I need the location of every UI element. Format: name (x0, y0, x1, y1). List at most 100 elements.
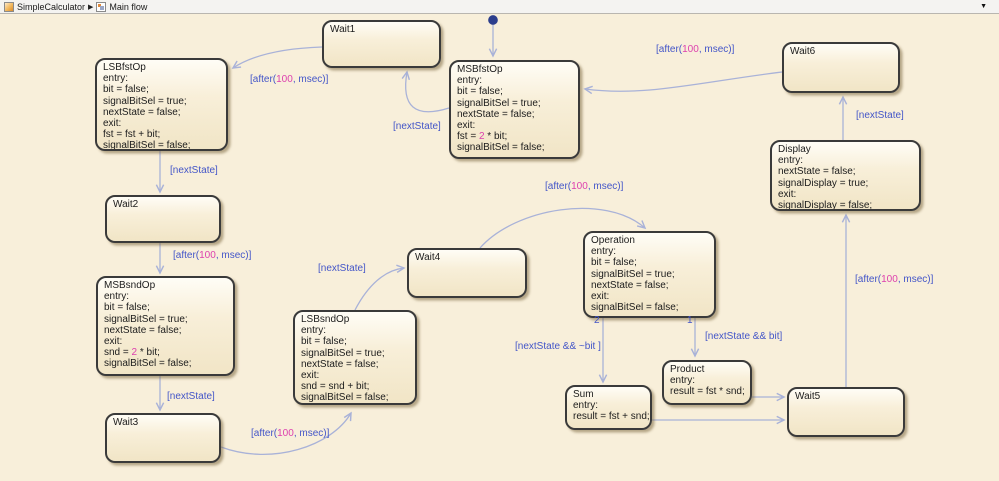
state-msbfstop[interactable]: MSBfstOp entry:bit = false;signalBitSel … (449, 60, 580, 159)
transition-order-operation-sum[interactable]: 2 (594, 315, 600, 326)
label-text: [after( (656, 44, 683, 55)
state-action-line: entry: (457, 75, 483, 87)
transition-wait4-operation[interactable] (479, 207, 645, 249)
transition-wait1-lsbfstop[interactable] (233, 46, 323, 68)
state-action-line: signalDisplay = false; (778, 200, 873, 211)
label-text: , msec)] (215, 250, 252, 261)
state-wait2[interactable]: Wait2 (105, 195, 221, 243)
state-action-line: signalBitSel = true; (457, 97, 541, 109)
state-title: MSBsndOp (104, 280, 156, 291)
state-wait4[interactable]: Wait4 (407, 248, 527, 298)
simulink-model-icon (4, 1, 14, 12)
transition-label-wait6-msbfstop[interactable]: [after(100, msec)] (656, 44, 734, 55)
state-action-line: nextState = false; (104, 324, 182, 336)
dropdown-arrow-icon[interactable]: ▼ (980, 3, 987, 10)
state-body: entry:result = fst + snd; (573, 400, 650, 423)
transition-label-wait4-operation[interactable]: [after(100, msec)] (545, 181, 623, 192)
state-action-line: fst = fst + bit; (103, 129, 161, 141)
state-msbsndop[interactable]: MSBsndOp entry:bit = false;signalBitSel … (96, 276, 235, 376)
state-title: Wait2 (113, 199, 139, 210)
state-body: entry:bit = false;signalBitSel = true;ne… (457, 75, 572, 153)
transition-label-wait2-msbsndop[interactable]: [after(100, msec)] (173, 250, 251, 261)
transition-label-lsbfstop-wait2[interactable]: [nextState] (170, 165, 218, 176)
transition-label-lsbsndop-wait4[interactable]: [nextState] (318, 263, 366, 274)
state-title: MSBfstOp (457, 64, 503, 75)
state-title: Sum (573, 389, 594, 400)
transition-label-msbfstop-wait1[interactable]: [nextState] (393, 121, 441, 132)
transition-label-operation-sum[interactable]: [nextState && ~bit ] (515, 341, 601, 352)
transition-label-msbsndop-wait3[interactable]: [nextState] (167, 391, 215, 402)
transition-wait6-msbfstop[interactable] (585, 71, 783, 91)
state-action-line: nextState = false; (591, 279, 669, 291)
state-body: entry:bit = false;signalBitSel = true;ne… (104, 291, 227, 369)
state-action-line: exit: (457, 120, 476, 132)
state-wait1[interactable]: Wait1 (322, 20, 441, 68)
state-title: Wait4 (415, 252, 441, 263)
default-transition[interactable] (488, 15, 498, 56)
state-lsbfstop[interactable]: LSBfstOp entry:bit = false;signalBitSel … (95, 58, 228, 151)
state-action-line: entry: (591, 246, 617, 258)
state-action-line: signalBitSel = true; (591, 268, 675, 280)
state-action-line: signalBitSel = true; (301, 347, 385, 359)
label-number: 100 (276, 74, 293, 85)
breadcrumb-chart[interactable]: Main flow (109, 1, 148, 12)
state-action-line: signalBitSel = false; (103, 140, 191, 151)
transition-lsbsndop-wait4[interactable] (354, 268, 404, 311)
chart-canvas[interactable] (0, 15, 999, 481)
state-product[interactable]: Product entry:result = fst * snd; (662, 360, 752, 405)
breadcrumb-model[interactable]: SimpleCalculator (17, 1, 86, 12)
label-number: 100 (571, 181, 588, 192)
breadcrumb-separator-icon: ▶ (88, 3, 94, 11)
label-text: , msec)] (897, 274, 934, 285)
state-action-line: entry: (670, 375, 696, 387)
state-body: entry:nextState = false;signalDisplay = … (778, 155, 913, 211)
state-wait3[interactable]: Wait3 (105, 413, 221, 463)
label-text: [after( (545, 181, 572, 192)
transition-wait3-lsbsndop[interactable] (220, 413, 351, 455)
transition-label-wait1-lsbfstop[interactable]: [after(100, msec)] (250, 74, 328, 85)
state-action-line: entry: (573, 400, 599, 412)
label-text: [after( (251, 428, 278, 439)
transition-label-wait3-lsbsndop[interactable]: [after(100, msec)] (251, 428, 329, 439)
label-number: 100 (199, 250, 216, 261)
state-action-line: entry: (103, 73, 129, 85)
state-wait5[interactable]: Wait5 (787, 387, 905, 437)
transition-label-operation-product[interactable]: [nextState && bit] (705, 331, 783, 342)
label-number: 100 (277, 428, 294, 439)
state-operation[interactable]: Operation entry:bit = false;signalBitSel… (583, 231, 716, 318)
state-body: entry:bit = false;signalBitSel = true;ne… (103, 73, 220, 151)
label-text: , msec)] (698, 44, 735, 55)
state-action-line: snd = snd + bit; (301, 381, 370, 393)
state-display[interactable]: Display entry:nextState = false;signalDi… (770, 140, 921, 211)
state-action-line: snd = 2 * bit; (104, 347, 160, 359)
state-title: LSBfstOp (103, 62, 146, 73)
state-body: entry:result = fst * snd; (670, 375, 745, 397)
transition-label-wait5-display[interactable]: [after(100, msec)] (855, 274, 933, 285)
state-action-line: exit: (104, 336, 123, 348)
transition-order-operation-product[interactable]: 1 (687, 315, 693, 326)
label-text: [after( (250, 74, 277, 85)
state-title: Display (778, 144, 811, 155)
state-action-line: entry: (301, 325, 327, 337)
state-action-line: exit: (591, 291, 610, 303)
state-action-line: bit = false; (103, 84, 149, 96)
state-action-line: bit = false; (104, 302, 150, 314)
state-action-line: signalBitSel = false; (457, 142, 545, 154)
state-action-line: result = fst + snd; (573, 411, 650, 423)
state-wait6[interactable]: Wait6 (782, 42, 900, 93)
transition-label-display-wait6[interactable]: [nextState] (856, 110, 904, 121)
state-action-line: exit: (103, 118, 122, 130)
label-text: , msec)] (292, 74, 329, 85)
state-body: entry:bit = false;signalBitSel = true;ne… (301, 325, 409, 403)
state-title: Wait3 (113, 417, 139, 428)
state-title: Operation (591, 235, 635, 246)
state-action-line: signalBitSel = true; (103, 95, 187, 107)
transition-msbfstop-wait1[interactable] (406, 72, 450, 113)
state-sum[interactable]: Sum entry:result = fst + snd; (565, 385, 652, 430)
state-action-line: exit: (778, 188, 797, 200)
state-lsbsndop[interactable]: LSBsndOp entry:bit = false;signalBitSel … (293, 310, 417, 405)
label-number: 100 (682, 44, 699, 55)
state-action-line: nextState = false; (778, 166, 856, 178)
